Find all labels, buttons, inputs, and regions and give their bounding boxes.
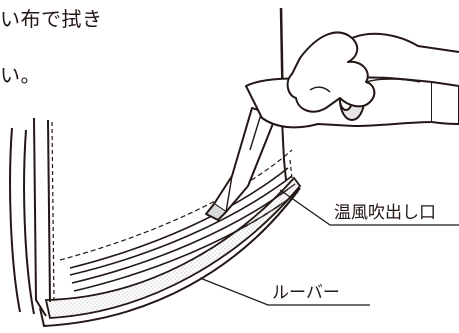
callout-leaders: [199, 189, 459, 306]
louver: [39, 176, 302, 328]
instruction-line-1: い布で拭き: [0, 7, 103, 31]
hand: [286, 31, 459, 113]
outlet-label: 温風吹出し口: [334, 203, 436, 223]
outlet-leader-line: [279, 189, 459, 226]
heater-body: [9, 117, 293, 317]
louver-leader-line: [199, 277, 370, 306]
instruction-line-2: い。: [0, 63, 41, 87]
louver-label: ルーバー: [272, 283, 340, 303]
